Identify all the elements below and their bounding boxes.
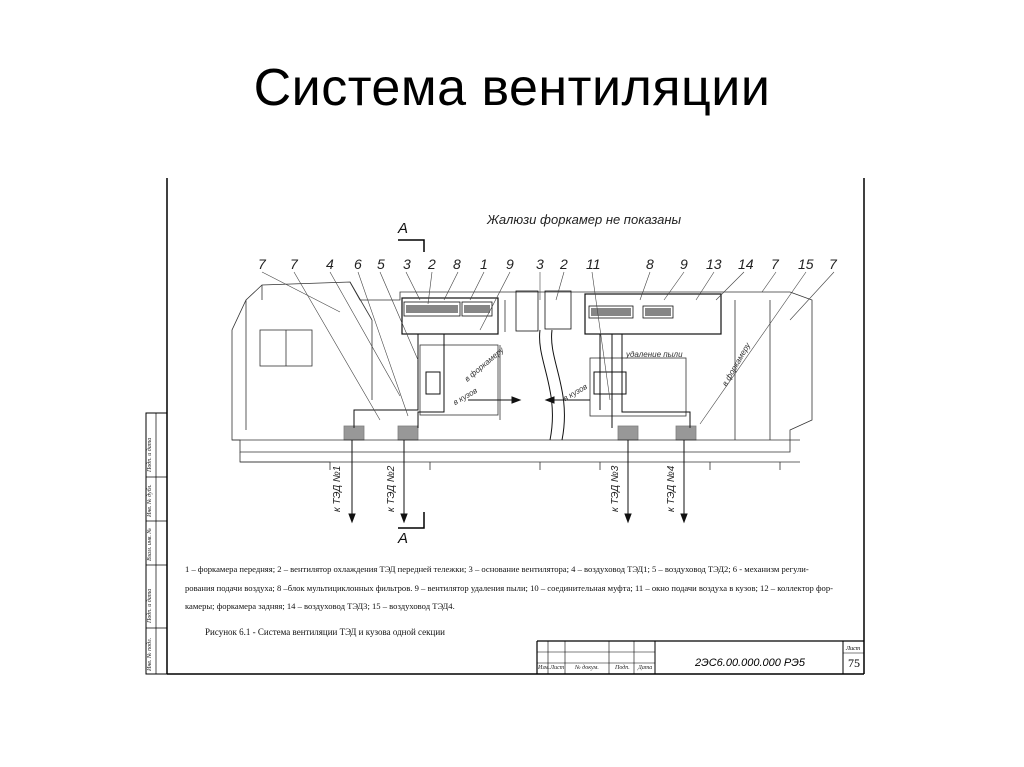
callout-number: 5 bbox=[377, 256, 385, 272]
drawing-note: Жалюзи форкамер не показаны bbox=[487, 212, 682, 227]
stamp-column-label: № докум. bbox=[575, 665, 599, 671]
stamp-column-label: Изм. bbox=[538, 665, 550, 671]
stamp-column-label: Лист bbox=[550, 665, 565, 671]
callout-number: 7 bbox=[258, 256, 266, 272]
figure-caption: Рисунок 6.1 - Система вентиляции ТЭД и к… bbox=[205, 627, 445, 637]
callout-number: 11 bbox=[586, 256, 601, 272]
callout-number: 3 bbox=[403, 256, 411, 272]
stamp-side-label: Взам. инв. № bbox=[147, 527, 153, 561]
document-code: 2ЭС6.00.000.000 РЭ5 bbox=[694, 657, 806, 669]
callout-number: 6 bbox=[354, 256, 362, 272]
stamp-side-label: Инв. № дубл. bbox=[147, 484, 153, 517]
legend-line: рования подачи воздуха; 8 –блок мультици… bbox=[185, 583, 834, 593]
section-mark-top: A bbox=[398, 220, 409, 237]
callout-number: 4 bbox=[326, 256, 334, 272]
callout-number: 13 bbox=[706, 256, 722, 272]
callout-number: 8 bbox=[646, 256, 654, 272]
slide-title: Система вентиляции bbox=[253, 59, 771, 117]
callout-number: 9 bbox=[680, 256, 688, 272]
airflow-label: удаление пыли bbox=[626, 350, 683, 359]
legend-line: камеры; форкамера задняя; 14 – воздухово… bbox=[185, 601, 455, 611]
section-mark-bottom: A bbox=[398, 530, 409, 547]
sheet-number: 75 bbox=[848, 656, 860, 670]
callout-number: 7 bbox=[829, 256, 837, 272]
stamp-side-label: Подп. и дата bbox=[147, 437, 153, 472]
callout-number: 7 bbox=[771, 256, 779, 272]
callout-number: 9 bbox=[506, 256, 514, 272]
callout-number: 15 bbox=[798, 256, 814, 272]
sheet-label: Лист bbox=[846, 646, 861, 652]
stamp-side-label: Инв. № подл. bbox=[147, 637, 153, 671]
callout-number: 3 bbox=[536, 256, 544, 272]
stamp-column-label: Дата bbox=[638, 665, 653, 671]
stamp-side-label: Подп. и дата bbox=[147, 588, 153, 623]
motor-label: к ТЭД №3 bbox=[610, 465, 621, 512]
callout-number: 14 bbox=[738, 256, 754, 272]
stamp-column-label: Подп. bbox=[615, 665, 630, 671]
motor-label: к ТЭД №4 bbox=[666, 465, 677, 512]
callout-number: 1 bbox=[480, 256, 488, 272]
callout-number: 7 bbox=[290, 256, 298, 272]
callout-number: 2 bbox=[428, 256, 436, 272]
callout-number: 2 bbox=[560, 256, 568, 272]
motor-label: к ТЭД №1 bbox=[332, 465, 343, 512]
callout-number: 8 bbox=[453, 256, 461, 272]
motor-label: к ТЭД №2 bbox=[386, 465, 397, 512]
legend-line: 1 – форкамера передняя; 2 – вентилятор о… bbox=[185, 564, 809, 574]
